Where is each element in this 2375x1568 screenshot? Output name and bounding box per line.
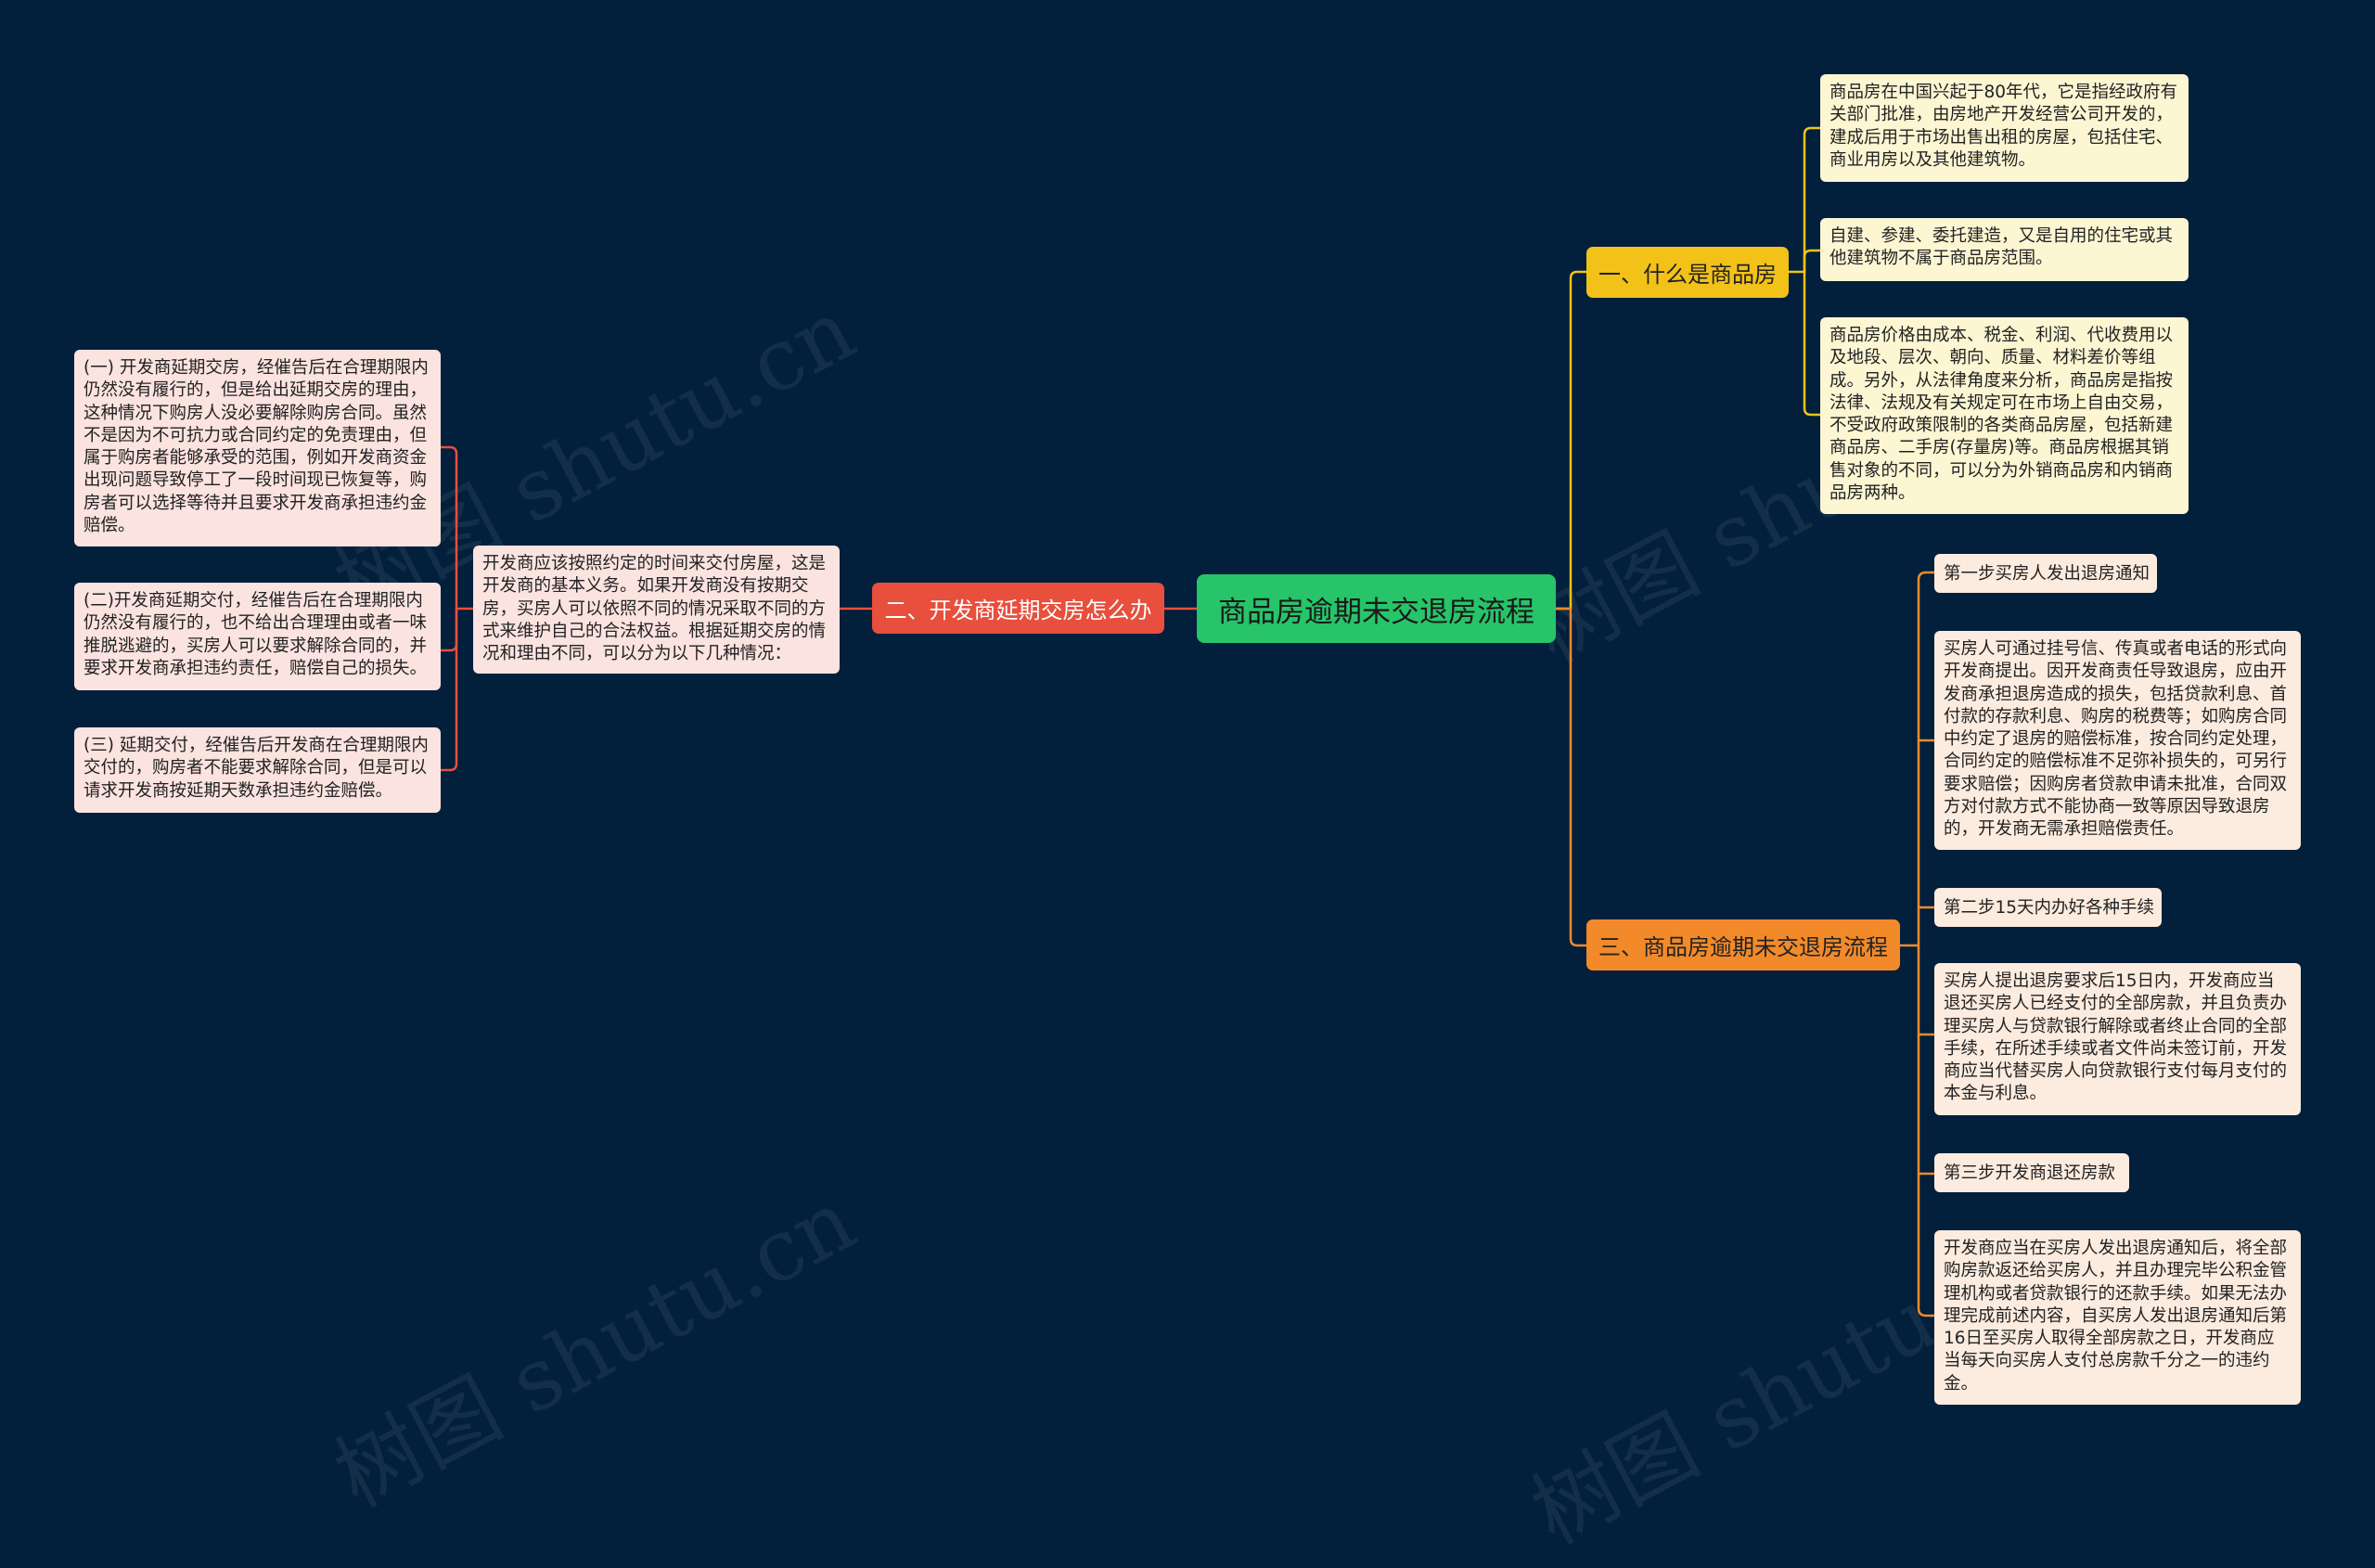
mind-map-canvas: 树图 shutu.cn 树图 shutu.cn 树图 shutu.cn 树图 s… — [74, 74, 2301, 1563]
leaf-exclusion[interactable]: 自建、参建、委托建造，又是自用的住宅或其他建筑物不属于商品房范围。 — [1820, 218, 2189, 281]
step-3-detail[interactable]: 开发商应当在买房人发出退房通知后，将全部购房款返还给买房人，并且办理完毕公积金管… — [1934, 1230, 2301, 1405]
branch-what-is-commercial-housing[interactable]: 一、什么是商品房 — [1586, 247, 1789, 298]
connector-lines — [441, 126, 1934, 1317]
step-2-label[interactable]: 第二步15天内办好各种手续 — [1934, 888, 2162, 927]
connector-b3-item5 — [1917, 1035, 1934, 1176]
connector-b2-leaf3 — [441, 609, 458, 772]
connector-b2-leaf1 — [441, 445, 473, 610]
leaf-price-composition[interactable]: 商品房价格由成本、税金、利润、代收费用以及地段、层次、朝向、质量、材料差价等组成… — [1820, 317, 2189, 514]
leaf-developer-obligation[interactable]: 开发商应该按照约定的时间来交付房屋，这是开发商的基本义务。如果开发商没有按期交房… — [473, 546, 840, 674]
connector-b2-leaf2 — [441, 609, 458, 652]
step-3-label[interactable]: 第三步开发商退还房款 — [1934, 1153, 2129, 1192]
connector-branch3 — [1556, 607, 1586, 947]
leaf-case-3[interactable]: (三) 延期交付，经催告后开发商在合理期限内交付的，购房者不能要求解除合同，但是… — [74, 727, 441, 813]
connector-b3-item4 — [1917, 945, 1934, 1036]
step-1-label[interactable]: 第一步买房人发出退房通知 — [1934, 554, 2157, 593]
connector-b3-item6 — [1917, 1174, 1934, 1317]
connector-b1-leaf3 — [1803, 272, 1820, 417]
step-1-detail[interactable]: 买房人可通过挂号信、传真或者电话的形式向开发商提出。因开发商责任导致退房，应由开… — [1934, 631, 2301, 850]
leaf-definition[interactable]: 商品房在中国兴起于80年代，它是指经政府有关部门批准，由房地产开发经营公司开发的… — [1820, 74, 2189, 182]
connector-branch1 — [1556, 270, 1586, 610]
connector-b1-leaf2 — [1803, 249, 1820, 272]
connector-b3-spine — [1900, 571, 1934, 947]
branch-refund-process[interactable]: 三、商品房逾期未交退房流程 — [1586, 919, 1900, 970]
branch-developer-delay[interactable]: 二、开发商延期交房怎么办 — [872, 583, 1164, 634]
central-topic[interactable]: 商品房逾期未交退房流程 — [1197, 574, 1556, 643]
leaf-case-2[interactable]: (二)开发商延期交付，经催告后在合理期限内仍然没有履行的，也不给出合理理由或者一… — [74, 583, 441, 690]
step-2-detail[interactable]: 买房人提出退房要求后15日内，开发商应当退还买房人已经支付的全部房款，并且负责办… — [1934, 963, 2301, 1115]
connector-b1-leaf1 — [1789, 126, 1820, 274]
leaf-case-1[interactable]: (一) 开发商延期交房，经催告后在合理期限内仍然没有履行的，但是给出延期交房的理… — [74, 350, 441, 546]
